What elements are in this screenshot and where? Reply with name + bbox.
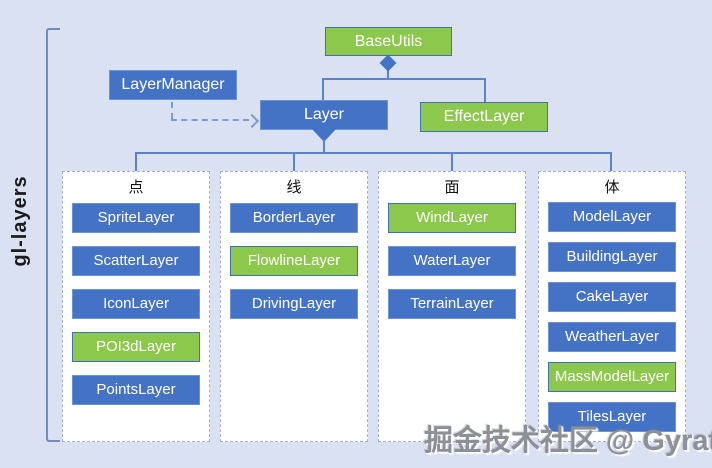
node-cake-layer: CakeLayer bbox=[548, 282, 676, 312]
node-wind-layer: WindLayer bbox=[388, 203, 516, 233]
node-effectlayer: EffectLayer bbox=[420, 102, 548, 132]
column-solid: 体 ModelLayer BuildingLayer CakeLayer Wea… bbox=[538, 171, 686, 442]
connector-drop-col-point bbox=[135, 152, 137, 172]
gl-layers-label: gl-layers bbox=[9, 175, 31, 267]
column-surface-items: WindLayer WaterLayer TerrainLayer bbox=[388, 203, 516, 319]
connector-baseutils-split bbox=[322, 78, 486, 80]
node-building-layer: BuildingLayer bbox=[548, 242, 676, 272]
watermark-text: 掘金技术社区 @ Gyrate bbox=[424, 425, 712, 457]
node-driving-layer: DrivingLayer bbox=[230, 289, 358, 319]
node-layer: Layer bbox=[260, 100, 388, 130]
column-point-items: SpriteLayer ScatterLayer IconLayer POI3d… bbox=[72, 203, 200, 405]
column-surface: 面 WindLayer WaterLayer TerrainLayer bbox=[378, 171, 526, 442]
node-massmodel-layer: MassModelLayer bbox=[548, 362, 676, 392]
node-tiles-layer: TilesLayer bbox=[548, 402, 676, 432]
dashed-dependency-line-v bbox=[171, 102, 173, 119]
aggregation-diamond-icon bbox=[379, 54, 397, 72]
node-flowline-layer: FlowlineLayer bbox=[230, 246, 358, 276]
column-point-title: 点 bbox=[128, 179, 144, 196]
node-baseutils: BaseUtils bbox=[325, 27, 452, 56]
column-surface-title: 面 bbox=[444, 179, 460, 196]
node-sprite-layer: SpriteLayer bbox=[72, 203, 200, 233]
dashed-arrowhead-icon bbox=[244, 113, 260, 129]
node-model-layer: ModelLayer bbox=[548, 202, 676, 232]
connector-drop-col-surface bbox=[451, 152, 453, 172]
node-border-layer: BorderLayer bbox=[230, 203, 358, 233]
gl-layers-bracket bbox=[46, 28, 60, 442]
node-terrain-layer: TerrainLayer bbox=[388, 289, 516, 319]
connector-drop-col-solid bbox=[610, 152, 612, 172]
node-icon-layer: IconLayer bbox=[72, 289, 200, 319]
connector-drop-effectlayer bbox=[484, 78, 486, 103]
column-line-title: 线 bbox=[286, 179, 302, 196]
column-solid-items: ModelLayer BuildingLayer CakeLayer Weath… bbox=[548, 202, 676, 432]
column-point: 点 SpriteLayer ScatterLayer IconLayer POI… bbox=[62, 171, 210, 442]
column-line-items: BorderLayer FlowlineLayer DrivingLayer bbox=[230, 203, 358, 319]
connector-category-split bbox=[135, 152, 612, 154]
node-layermanager: LayerManager bbox=[109, 70, 237, 100]
node-points-layer: PointsLayer bbox=[72, 375, 200, 405]
dashed-dependency-line-h bbox=[171, 119, 249, 121]
node-weather-layer: WeatherLayer bbox=[548, 322, 676, 352]
connector-drop-layer bbox=[322, 78, 324, 101]
column-line: 线 BorderLayer FlowlineLayer DrivingLayer bbox=[220, 171, 368, 442]
connector-layer-stem bbox=[323, 140, 325, 153]
connector-drop-col-line bbox=[293, 152, 295, 172]
node-scatter-layer: ScatterLayer bbox=[72, 246, 200, 276]
node-poi3d-layer: POI3dLayer bbox=[72, 332, 200, 362]
node-water-layer: WaterLayer bbox=[388, 246, 516, 276]
column-solid-title: 体 bbox=[604, 179, 620, 196]
layer-branch-triangle-icon bbox=[312, 129, 336, 142]
